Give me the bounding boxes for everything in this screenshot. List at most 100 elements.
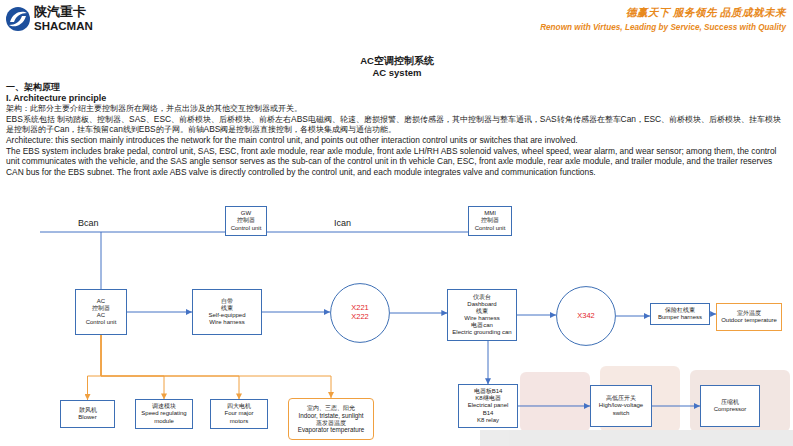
node-text: Control unit [86,319,117,326]
component-box: 四大电机Four majormotors [210,399,268,428]
component-box: 保险杠线束Bumper harness [650,303,710,325]
brand-name: SHACMAN [34,20,93,32]
bus-name: Bcan [78,218,99,228]
node-text: Speed regulating [141,410,186,417]
node-text: 仪表台 [473,294,491,301]
node-text: 自带 [221,298,233,305]
node-text: K8继电器 [475,395,500,402]
node-text: High/low-voltage [599,402,643,409]
node-text: 电器can [471,322,493,329]
component-box: 调速模块Speed regulatingmodule [135,399,193,428]
truck-cab [690,370,790,432]
component-box: 自带线束Self-equippedWire harness [192,289,262,335]
signal-branch [101,335,331,398]
node-text: module [154,418,174,425]
node-text: Wire harness [209,319,244,326]
connector-line [488,341,489,384]
circle-outline [331,284,390,343]
connector-line [390,313,447,314]
component-box: 室内、三态、阳光Indoor, tristate, sunlight蒸发器温度E… [288,398,374,440]
node-text: 压缩机 [721,399,739,406]
node-text: Self-equipped [208,312,245,319]
node-text: 蒸发器温度 [316,419,346,426]
connector-line [517,315,556,316]
brand-logo [6,7,30,31]
node-text: motors [230,418,248,425]
node-text: 电器板B14 [474,388,503,395]
bus-name: Ican [334,218,351,228]
node-text: 室外温度 [737,310,761,317]
node-text: 四大电机 [227,403,251,410]
node-text: 控制器 [92,305,110,312]
connector-line [652,406,700,407]
logo-disc [6,7,30,31]
component-box: 电器板B14K8继电器Electrical panelB14K8 relay [458,384,518,427]
connector-line [267,232,468,233]
signal-branch [88,335,102,400]
road [480,430,793,446]
node-text: 控制器 [237,217,255,224]
node-text: GW [241,210,251,217]
node-text: Outdoor temperature [721,317,777,324]
component-box: 室外温度Outdoor temperature [716,303,782,331]
node-text: 鼓风机 [79,407,97,414]
diagram-title: AC空调控制系统 [297,55,497,68]
node-text: 室内、三态、阳光 [307,404,355,411]
node-text: X342 [577,312,595,321]
node-text: Electrical panel [468,402,509,409]
node-text: B14 [483,410,494,417]
node-text: X222 [351,313,369,322]
slogan: Renown with Virtues, Leading by Service,… [430,23,786,32]
node-text: 高低压开关 [606,395,636,402]
component-box: GW控制器Control unit [225,206,267,236]
node-text: Indoor, tristate, sunlight [298,412,363,419]
connector-circle: X221X222 [330,283,390,343]
node-text: Evaporator temperature [298,426,365,433]
section-heading: 一、架构原理 [6,82,786,93]
subtitle: AC system [297,67,497,78]
signal-branch [101,335,239,399]
node-text: Control unit [475,225,506,232]
circle-outline [557,287,616,346]
node-text: switch [613,410,630,417]
node-text: Four major [224,410,253,417]
component-box: 鼓风机Blower [60,400,115,428]
bus-line [40,232,101,233]
node-text: 控制器 [481,217,499,224]
logo-swoosh [9,16,26,26]
node-text: Compressor [714,406,747,413]
node-text: Electric grounding can [452,329,511,336]
connector-circle: X342 [556,286,616,346]
node-text: X221 [351,304,369,313]
signal-branch [101,335,164,399]
component-box: 高低压开关High/low-voltageswitch [590,385,652,427]
component-box: 压缩机Compressor [700,385,760,427]
connector-line [127,312,192,313]
truck-backdrop [480,366,793,446]
connector-line [262,312,330,313]
node-text: Blower [78,414,96,421]
component-box: AC控制器ACControl unit [75,289,127,335]
node-text: AC [97,312,105,319]
truck-cab [520,372,590,432]
slogan: 德赢天下 服务领先 品质成就未来 [430,6,786,20]
connector-line [616,316,650,317]
node-text: AC [97,298,105,305]
node-text: Bumper harness [658,314,702,321]
node-text: Dashboard [467,301,496,308]
component-box: MMI控制器Control unit [468,206,512,236]
connector-line [101,232,225,289]
body-text: EBS系统包括 制动踏板、控制器、SAS、ESC、前桥模块、后桥模块、前桥左右A… [6,114,786,135]
node-text: K8 relay [477,417,499,424]
node-text: 保险杠线束 [665,307,695,314]
node-text: Wire harness [464,315,499,322]
node-text: MMI [484,210,496,217]
node-text: 线束 [476,308,488,315]
component-box: 仪表台Dashboard线束Wire harness电器canElectric … [447,289,516,341]
body-text: Architecture: this section mainly introd… [6,135,786,146]
node-text: 线束 [221,305,233,312]
brand-name: 陕汽重卡 [34,4,86,21]
